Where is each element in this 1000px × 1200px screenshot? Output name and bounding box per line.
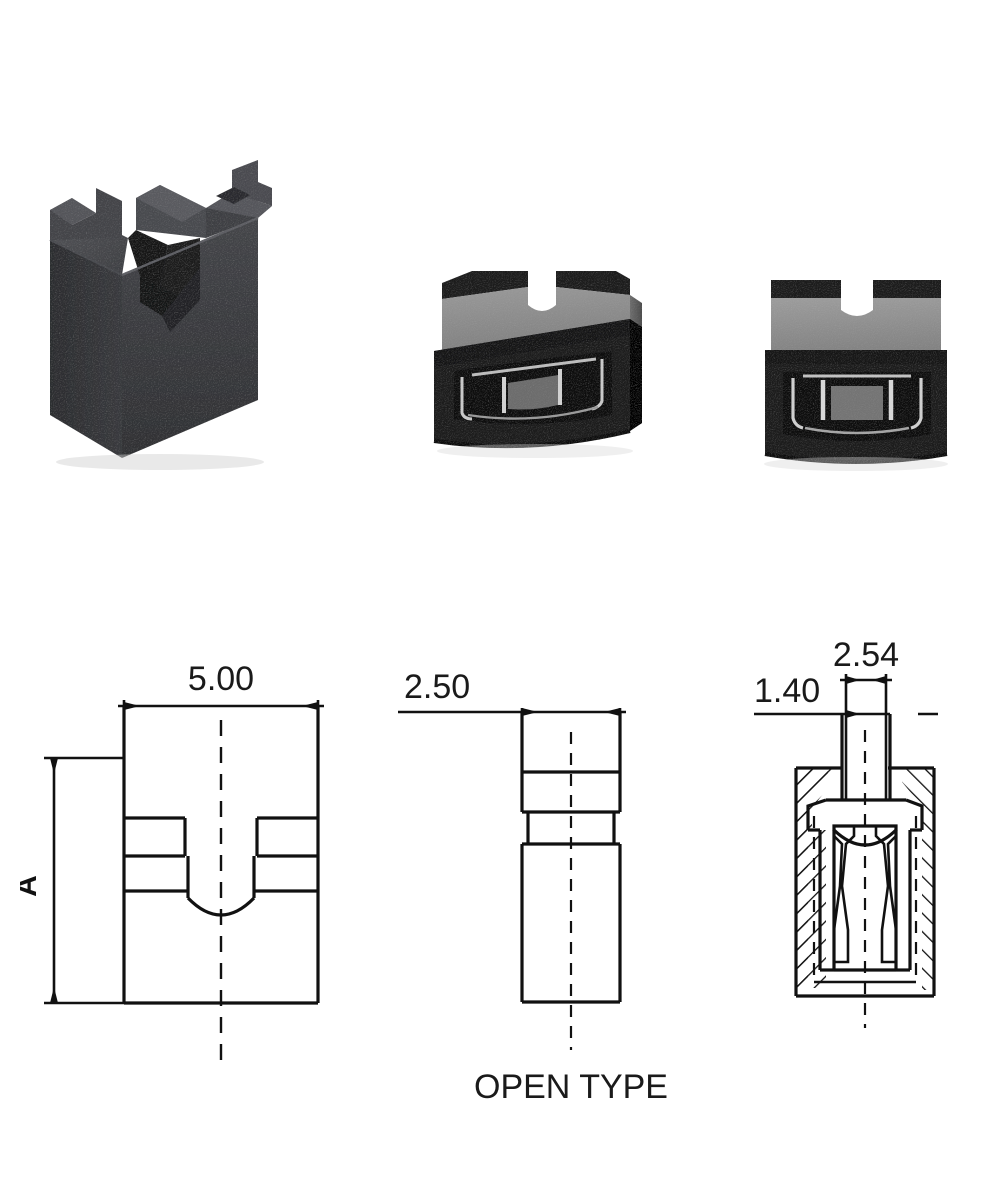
photo-front-right [764, 280, 948, 471]
drawing-section-view: 2.54 1.40 [754, 636, 938, 1028]
photo-isometric [49, 160, 272, 470]
drawing-front-view: 5.00 A [20, 660, 324, 1060]
product-photographs [49, 160, 948, 471]
photo-front-left [433, 271, 642, 458]
engineering-drawings: 5.00 A [0, 600, 1000, 1200]
drawing-side-view: 2.50 OPEN TYPE [398, 668, 668, 1106]
dimension-label-height-a: A [20, 875, 43, 897]
dimension-label-pitch: 2.54 [833, 636, 899, 674]
dimension-label-slot-width: 1.40 [754, 672, 820, 710]
dimension-label-width: 5.00 [188, 660, 254, 698]
caption-open-type: OPEN TYPE [474, 1068, 668, 1106]
dimension-label-depth: 2.50 [404, 668, 470, 706]
